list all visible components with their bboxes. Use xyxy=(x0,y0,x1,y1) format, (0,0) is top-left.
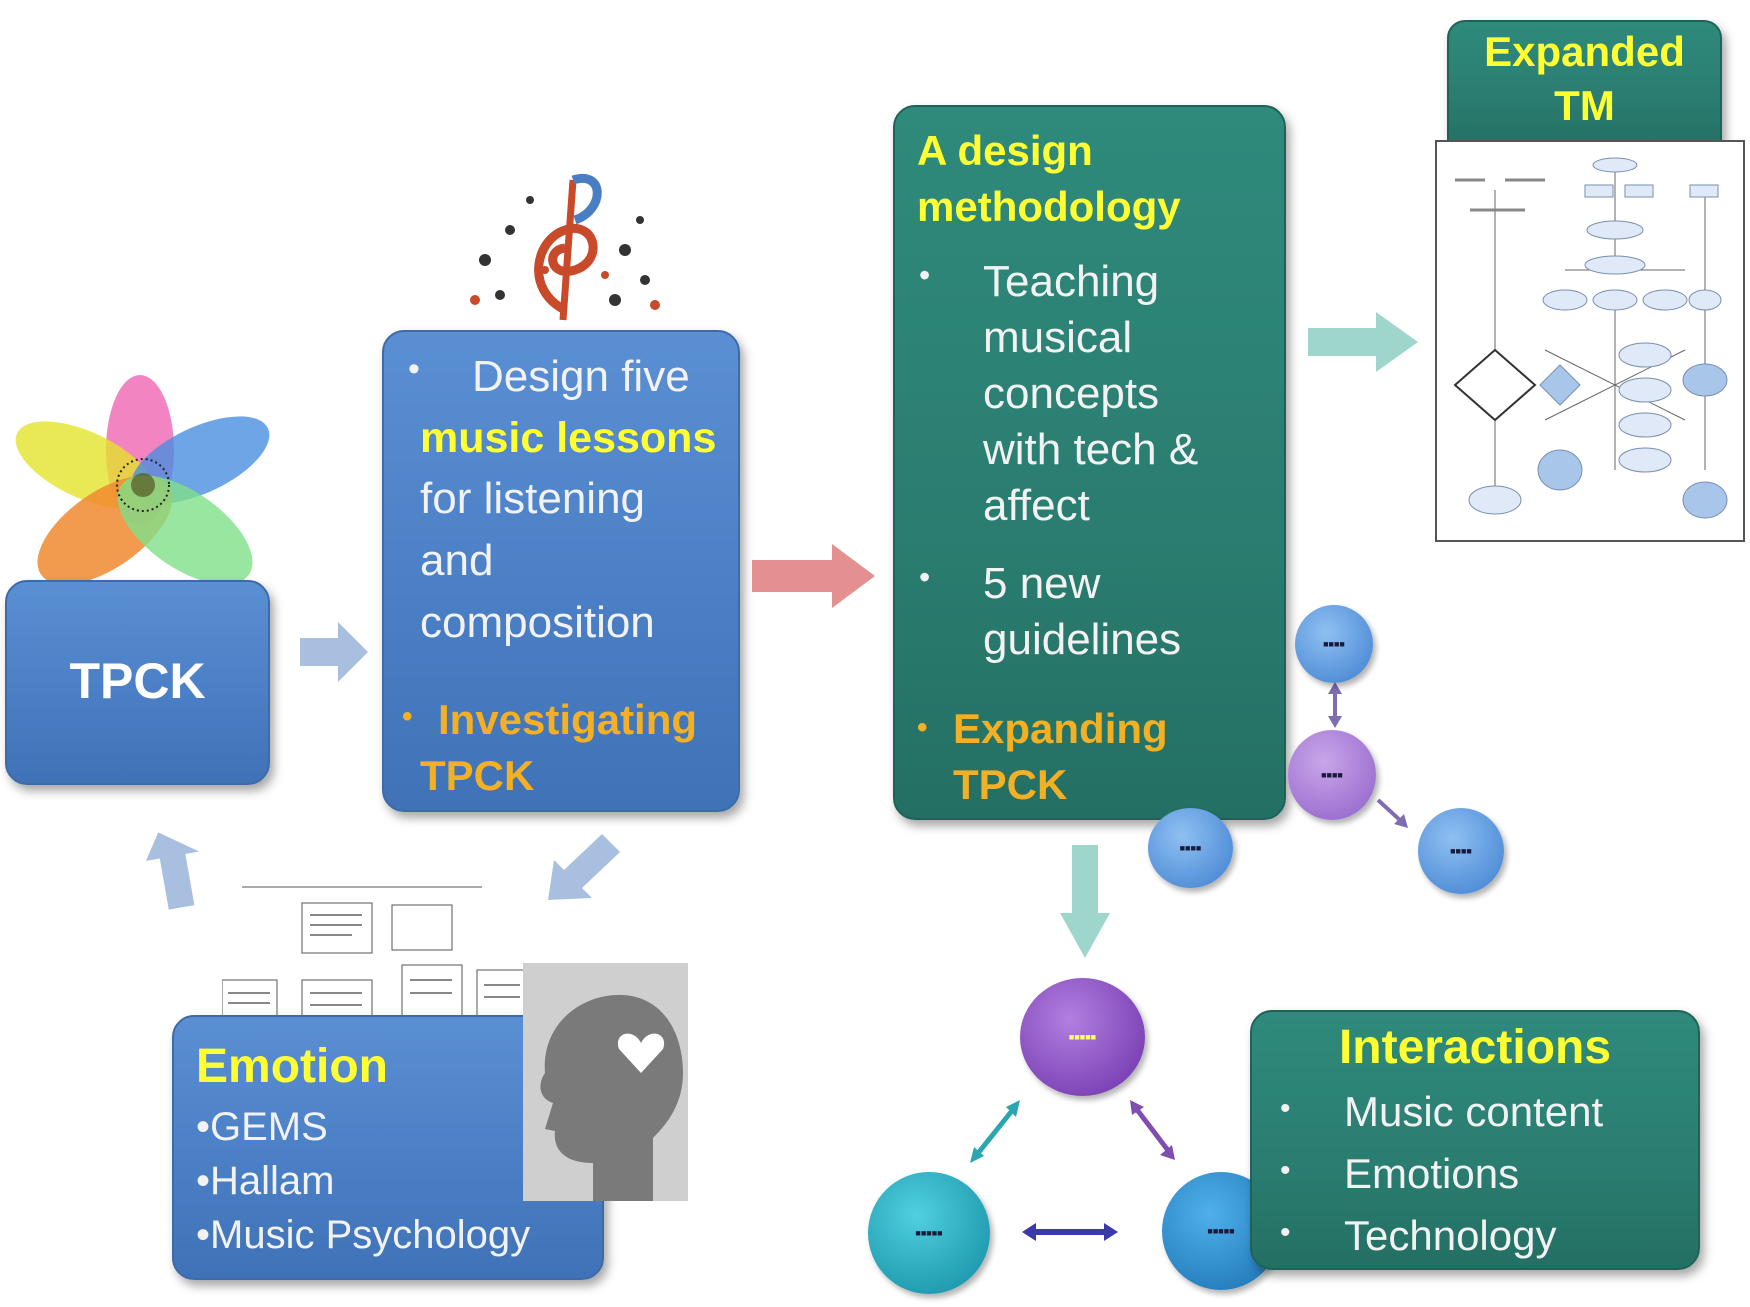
expanding-tpck-label: TPCK xyxy=(953,761,1068,808)
interactions-box: Interactions • Music content • Emotions … xyxy=(1250,1010,1700,1270)
methodology-b1-l1: Teaching xyxy=(983,257,1160,306)
emotion-item-label: GEMS xyxy=(210,1105,328,1149)
interactions-item-music-content: Music content xyxy=(1344,1088,1604,1135)
interactions-item-emotions: Emotions xyxy=(1344,1150,1520,1197)
arrow-right-teal-icon xyxy=(1308,312,1418,372)
emotion-item-label: Hallam xyxy=(210,1159,335,1203)
node-music-content: ■■■■■ xyxy=(1020,978,1145,1096)
bullet-dot: • xyxy=(919,257,931,293)
emotion-item-label: Music Psychology xyxy=(210,1213,531,1257)
bullet-dot: • xyxy=(919,559,931,595)
methodology-b1-l4: with tech & xyxy=(983,425,1199,474)
emotion-item-gems: •GEMS xyxy=(196,1105,328,1149)
node-creating-tech: ■■■■ xyxy=(1148,808,1233,888)
emotion-flowchart-image xyxy=(222,886,528,1025)
head-heart-icon xyxy=(523,963,688,1201)
investigating-tpck-label: TPCK xyxy=(420,752,535,799)
arrow-right-red-icon xyxy=(752,544,875,608)
expanded-tm-title-l1: Expanded xyxy=(1484,28,1685,75)
methodology-title-l1: A design xyxy=(917,127,1093,174)
interactions-item-technology: Technology xyxy=(1344,1212,1557,1259)
network-connectors xyxy=(1328,682,1408,828)
triangle-connectors xyxy=(970,1100,1175,1241)
design-line-and: and xyxy=(420,536,494,585)
expanding-label: Expanding xyxy=(953,705,1168,752)
design-bullet-prefix: Design five xyxy=(472,352,690,401)
design-line-listening: for listening xyxy=(420,474,646,523)
methodology-b1-l3: concepts xyxy=(983,369,1160,418)
tpck-box: TPCK xyxy=(5,580,270,785)
methodology-b2-l1: 5 new xyxy=(983,559,1101,608)
bullet-dot-orange: • xyxy=(402,700,413,733)
bullet-dot: • xyxy=(1280,1216,1291,1249)
node-emotions-center: ■■■■ xyxy=(1288,730,1376,820)
design-line-composition: composition xyxy=(420,598,655,647)
node-facets: ■■■■ xyxy=(1418,808,1504,894)
methodology-title-l2: methodology xyxy=(917,183,1181,230)
arrow-down-teal-icon xyxy=(1060,845,1110,958)
bullet-dot: • xyxy=(1280,1092,1291,1125)
bullet-dot-orange: • xyxy=(917,711,928,744)
arrow-right-icon xyxy=(300,622,368,682)
node-emotions-induced: ■■■■■ xyxy=(868,1172,990,1294)
node-musical-concepts: ■■■■ xyxy=(1295,605,1373,683)
emotion-item-hallam: •Hallam xyxy=(196,1159,335,1203)
expanded-tm-header: Expanded TM xyxy=(1447,20,1722,152)
tpck-venn-flower-icon xyxy=(15,375,270,585)
arrow-up-left-icon xyxy=(145,832,200,910)
tpck-label: TPCK xyxy=(69,653,206,709)
methodology-b2-l2: guidelines xyxy=(983,615,1182,664)
methodology-b1-l2: musical xyxy=(983,313,1133,362)
expanded-tm-title-l2: TM xyxy=(1554,82,1615,129)
methodology-box: A design methodology • Teaching musical … xyxy=(893,105,1286,820)
music-notes-image xyxy=(470,173,660,321)
interactions-title: Interactions xyxy=(1338,1021,1612,1074)
design-lessons-box: • Design five music lessons for listenin… xyxy=(382,330,740,812)
bullet-dot: • xyxy=(408,350,420,388)
investigating-label: Investigating xyxy=(438,696,698,743)
design-highlight: music lessons xyxy=(420,414,717,462)
emotion-item-music-psychology: •Music Psychology xyxy=(196,1213,531,1257)
bullet-dot: • xyxy=(1280,1154,1291,1187)
expanded-tm-flowchart-image xyxy=(1435,140,1745,542)
emotion-title: Emotion xyxy=(196,1040,388,1093)
methodology-b1-l5: affect xyxy=(983,481,1090,530)
arrow-down-left-icon xyxy=(548,834,620,900)
